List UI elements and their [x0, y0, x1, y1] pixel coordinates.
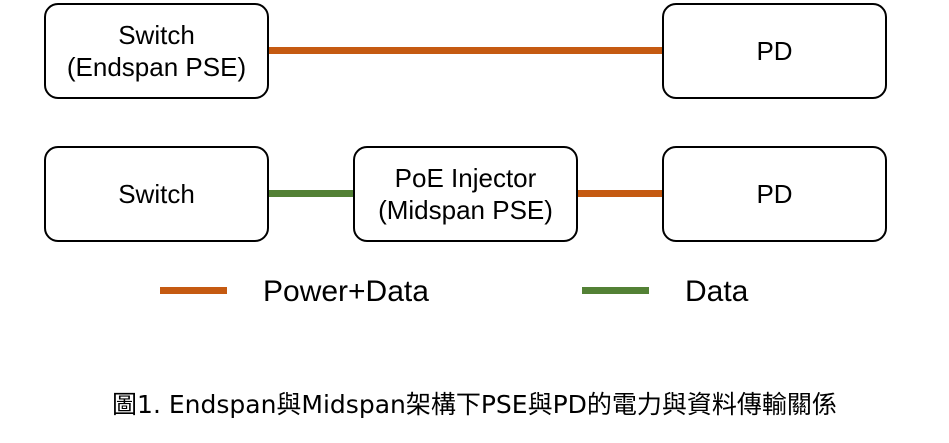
power-data-connector-row2: [578, 190, 662, 197]
endspan-switch-label: Switch: [118, 20, 195, 50]
midspan-pse-label: (Midspan PSE): [378, 195, 553, 225]
poe-injector-label: PoE Injector: [394, 163, 537, 193]
endspan-pse-label: (Endspan PSE): [66, 52, 247, 82]
figure-caption: 圖1. Endspan與Midspan架構下PSE與PD的電力與資料傳輸關係: [112, 390, 837, 419]
power-data-connector-row1: [269, 47, 662, 54]
legend-data-label: Data: [685, 275, 749, 308]
legend-power-data-label: Power+Data: [263, 275, 429, 308]
pd-label-row2: PD: [756, 179, 793, 209]
switch-label-row2: Switch: [118, 179, 195, 209]
pd-box-row2: PD: [662, 146, 887, 242]
endspan-switch-box: Switch (Endspan PSE): [44, 3, 269, 99]
legend-data-swatch: [582, 287, 649, 294]
legend-power-data-swatch: [160, 287, 227, 294]
poe-injector-box: PoE Injector (Midspan PSE): [353, 146, 578, 242]
switch-box-row2: Switch: [44, 146, 269, 242]
data-connector-row2: [269, 190, 353, 197]
pd-label-row1: PD: [756, 36, 793, 66]
pd-box-row1: PD: [662, 3, 887, 99]
